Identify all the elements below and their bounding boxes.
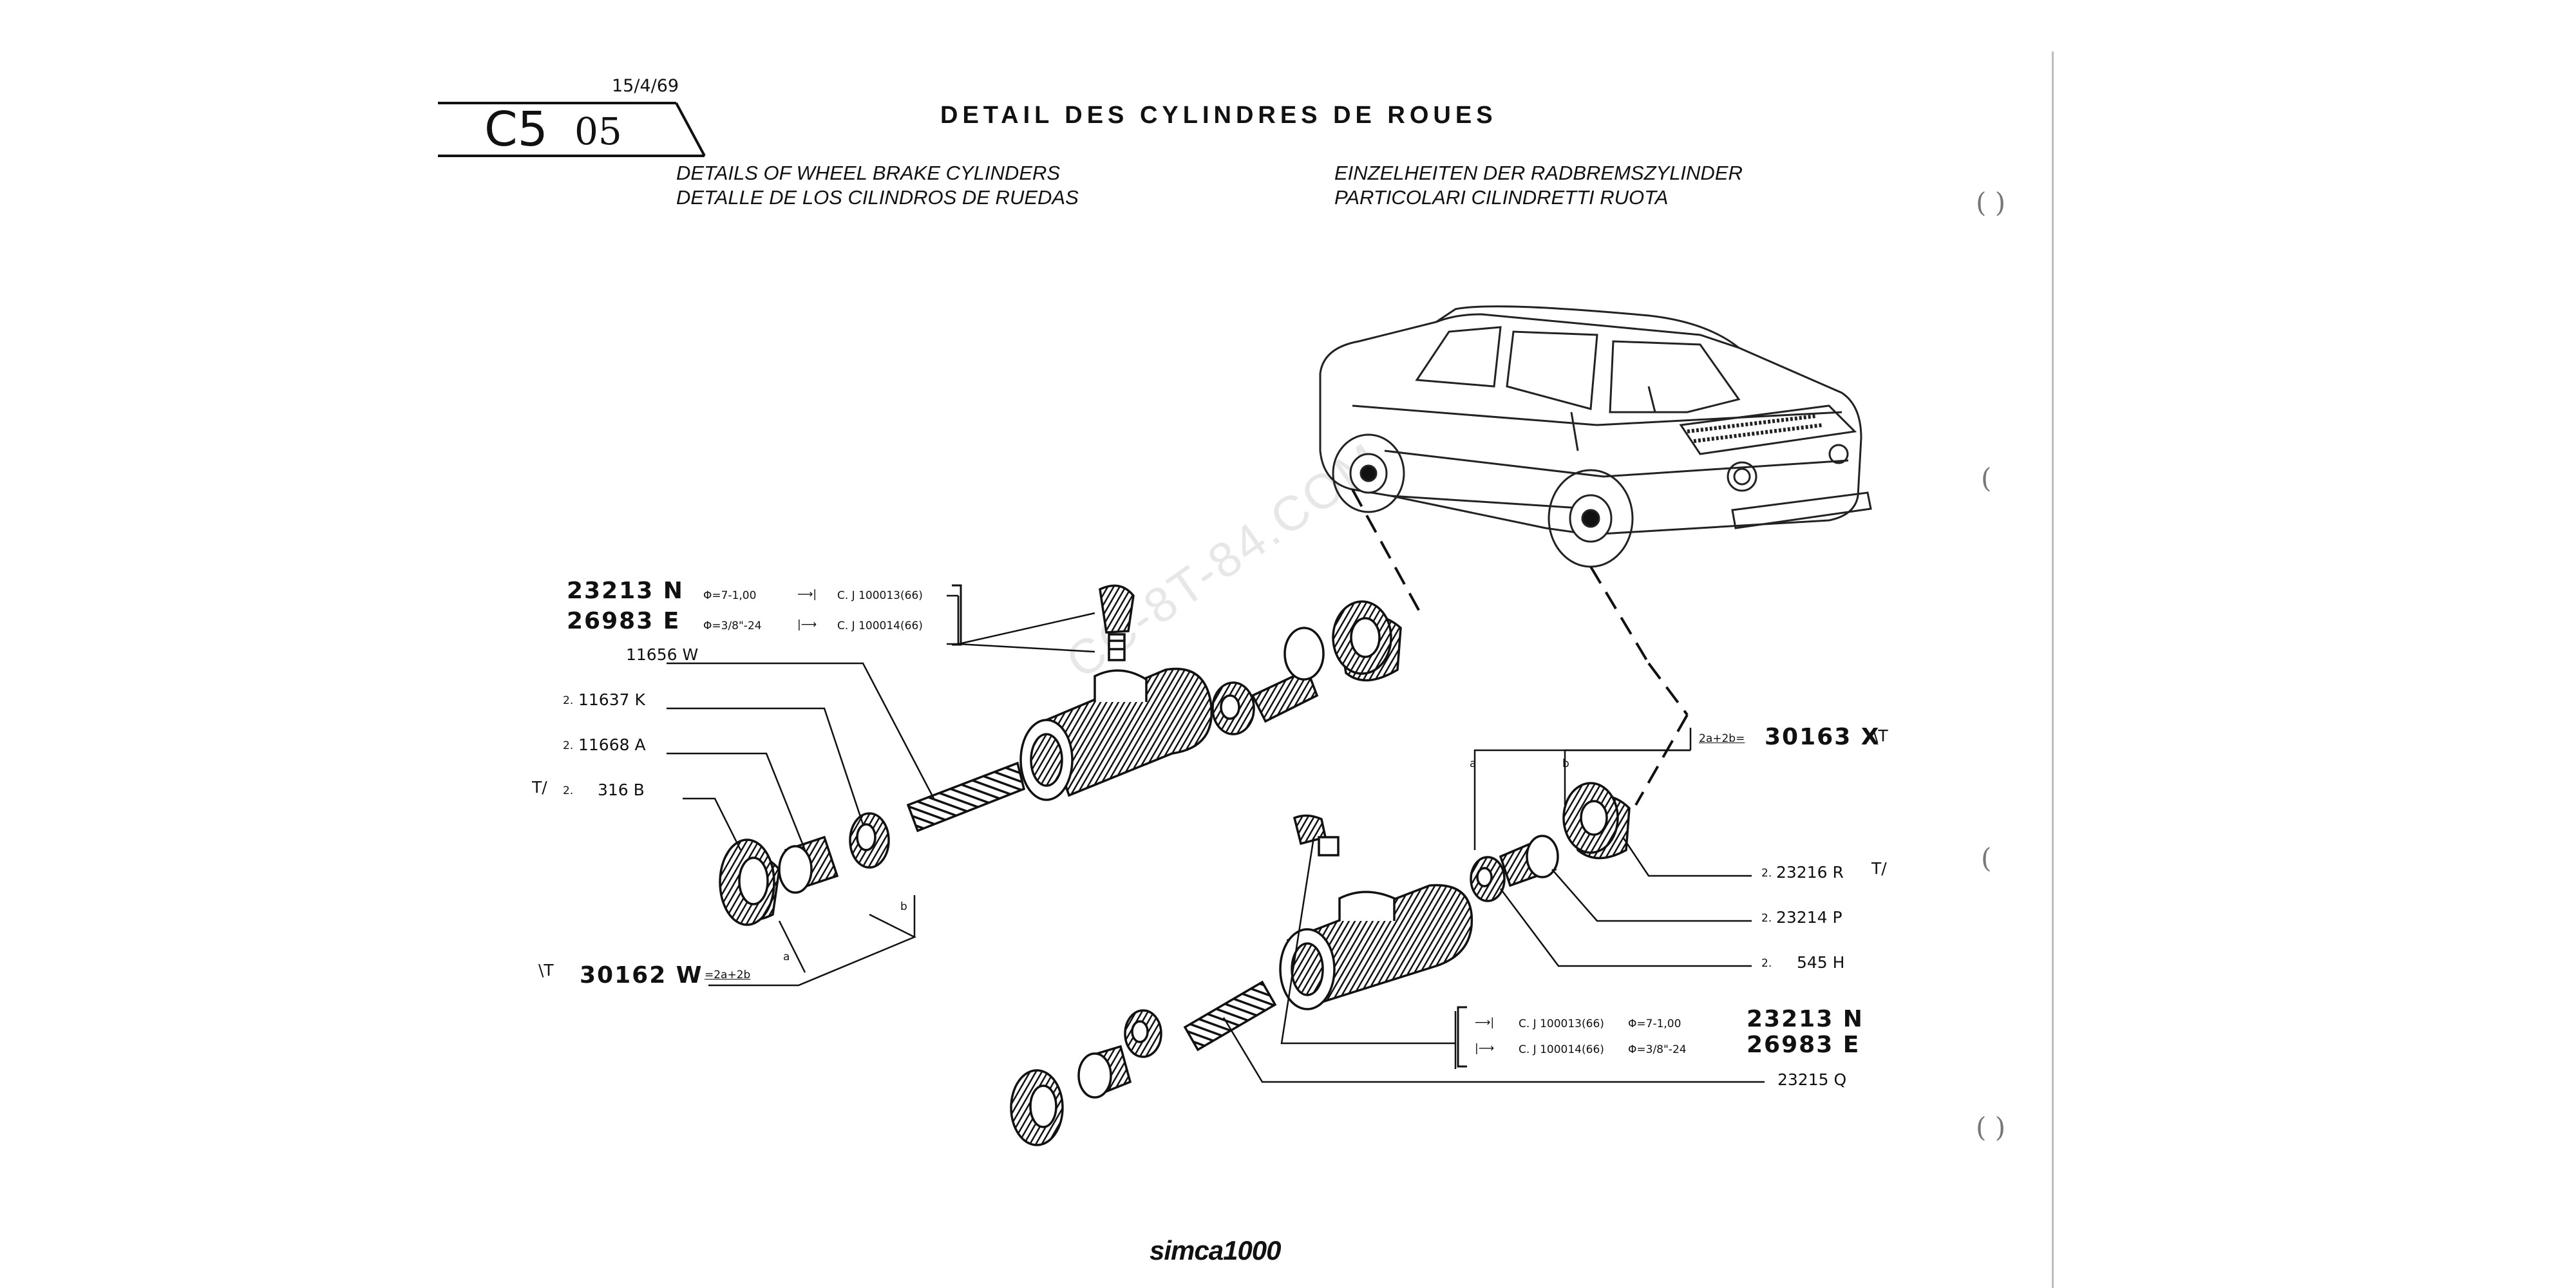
car-illustration: [1319, 305, 1872, 568]
section-code: C5: [484, 102, 548, 157]
left-part-flag: T/: [532, 778, 547, 797]
subtitle-es: DETALLE DE LOS CILINDROS DE RUEDAS: [676, 186, 1079, 209]
left-part-number: 316 B: [598, 781, 645, 799]
right-part-qty: 2.: [1761, 867, 1772, 880]
right-part-qty: 2.: [1761, 912, 1772, 925]
right-bleeder-arrow-1: ⟶|: [1475, 1016, 1495, 1029]
right-assembly-flag: \T: [1873, 726, 1888, 745]
right-assembly-number: 30163 X: [1765, 724, 1880, 750]
right-part-number: 23214 P: [1776, 908, 1842, 927]
page-edge-line: [2052, 52, 2054, 1288]
left-cylinder-parts: [719, 584, 1402, 926]
binder-hole-mark: (: [1981, 842, 1992, 874]
left-bleeder-arrow-2: |⟶: [797, 618, 817, 631]
page-title: DETAIL DES CYLINDRES DE ROUES: [940, 102, 1497, 129]
right-bleeder-range-1: C. J 100013(66): [1519, 1018, 1604, 1030]
right-bleeder-bracket: [1457, 1006, 1467, 1068]
left-bleeder-number-1: 23213 N: [567, 578, 684, 604]
subtitle-de: EINZELHEITEN DER RADBREMSZYLINDER: [1334, 162, 1743, 184]
right-bleeder-range-2: C. J 100014(66): [1519, 1043, 1604, 1056]
left-bleeder-range-2: C. J 100014(66): [837, 620, 923, 632]
right-part-number: 23216 R: [1776, 863, 1844, 882]
left-bleeder-bracket: [952, 584, 962, 646]
right-bleeder-number-1: 23213 N: [1747, 1006, 1864, 1032]
left-mark-b: b: [900, 900, 907, 913]
section-tab: [438, 102, 706, 157]
simca-logo: simca1000: [1150, 1235, 1282, 1265]
right-cylinder-parts: [1010, 782, 1631, 1146]
right-assembly-formula: 2a+2b=: [1699, 732, 1745, 745]
left-assembly-number: 30162 W: [580, 962, 703, 989]
right-leader-lines: [1222, 728, 1765, 1083]
right-spring-number: 23215 Q: [1777, 1070, 1847, 1089]
right-bleeder-number-2: 26983 E: [1747, 1032, 1861, 1058]
left-bleeder-arrow-1: ⟶|: [797, 588, 817, 601]
subtitle-en: DETAILS OF WHEEL BRAKE CYLINDERS: [676, 162, 1061, 184]
left-part-number: 11656 W: [626, 645, 699, 664]
left-mark-a: a: [783, 951, 790, 963]
right-bleeder-arrow-2: |⟶: [1475, 1042, 1495, 1055]
left-part-qty: 2.: [563, 694, 574, 707]
left-bleeder-number-2: 26983 E: [567, 608, 681, 634]
left-assembly-flag: \T: [538, 961, 554, 980]
left-bleeder-spec-2: Φ=3/8"-24: [703, 620, 762, 632]
left-bleeder-spec-1: Φ=7-1,00: [703, 589, 757, 602]
right-bleeder-spec-2: Φ=3/8"-24: [1628, 1043, 1687, 1056]
left-part-number: 11668 A: [578, 735, 646, 754]
binder-hole-mark: ( ): [1976, 1112, 2006, 1143]
right-mark-a: a: [1470, 757, 1477, 770]
left-part-qty: 2.: [563, 784, 574, 797]
left-bleeder-range-1: C. J 100013(66): [837, 589, 923, 602]
right-part-qty: 2.: [1761, 957, 1772, 970]
binder-hole-mark: (: [1981, 462, 1992, 494]
revision-date: 15/4/69: [612, 76, 679, 96]
right-part-number: 545 H: [1797, 953, 1845, 972]
car-leader-lines: [1351, 489, 1689, 806]
binder-hole-mark: ( ): [1976, 187, 2006, 218]
left-assembly-formula: =2a+2b: [705, 969, 751, 981]
right-mark-b: b: [1562, 757, 1569, 770]
left-part-number: 11637 K: [578, 690, 645, 709]
right-part-flag: T/: [1871, 859, 1887, 878]
left-leader-lines: [667, 594, 1095, 987]
subtitle-it: PARTICOLARI CILINDRETTI RUOTA: [1334, 186, 1669, 209]
section-number: 05: [574, 109, 622, 153]
left-part-qty: 2.: [563, 739, 574, 752]
right-bleeder-spec-1: Φ=7-1,00: [1628, 1018, 1681, 1030]
